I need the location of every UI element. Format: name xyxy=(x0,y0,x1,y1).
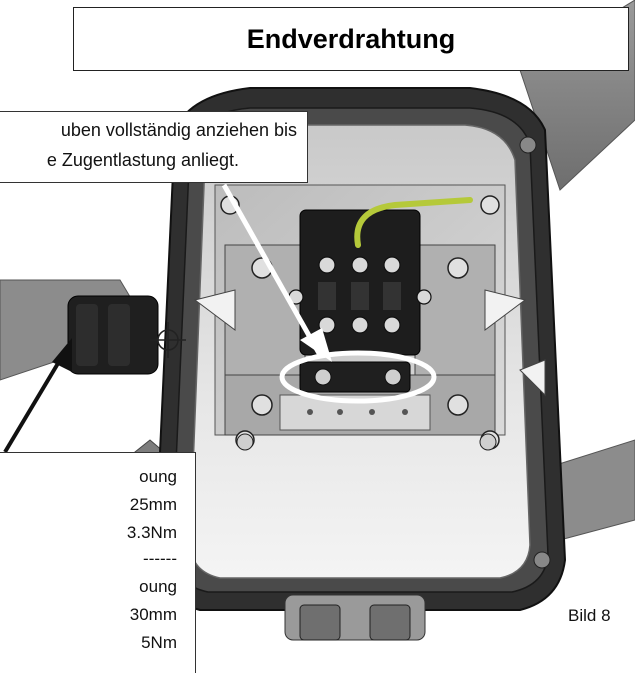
housing-bolt xyxy=(479,433,497,451)
housing-bolt xyxy=(236,433,254,451)
title-box: Endverdrahtung xyxy=(73,7,629,71)
callout-left-line: ------ xyxy=(143,549,177,568)
page-title: Endverdrahtung xyxy=(246,23,456,54)
callout-left-line: 30mm xyxy=(129,605,177,624)
highlight-ellipse xyxy=(279,350,437,404)
callout-left-line: 5Nm xyxy=(141,633,177,652)
strain-relief xyxy=(279,350,437,404)
hinge xyxy=(284,594,426,641)
callout-left-line: oung xyxy=(139,467,177,486)
callout-top: uben vollständig anziehen bis e Zugentla… xyxy=(0,111,308,183)
callout-left-line: 3.3Nm xyxy=(126,523,177,542)
ground-wire xyxy=(354,197,473,248)
figure-label: Bild 8 xyxy=(568,606,611,625)
arrow-icon xyxy=(3,338,72,454)
callout-top-line2: e Zugentlastung anliegt. xyxy=(46,150,239,170)
cable-gland xyxy=(67,295,159,375)
arrow-icon xyxy=(221,183,332,362)
callout-left-line: 25mm xyxy=(129,495,177,514)
callout-left: oung 25mm 3.3Nm ------ oung 30mm 5Nm xyxy=(0,452,196,673)
crosshair-icon xyxy=(150,322,186,358)
callout-top-line1: uben vollständig anziehen bis xyxy=(60,120,297,140)
callout-left-line: oung xyxy=(139,577,177,596)
